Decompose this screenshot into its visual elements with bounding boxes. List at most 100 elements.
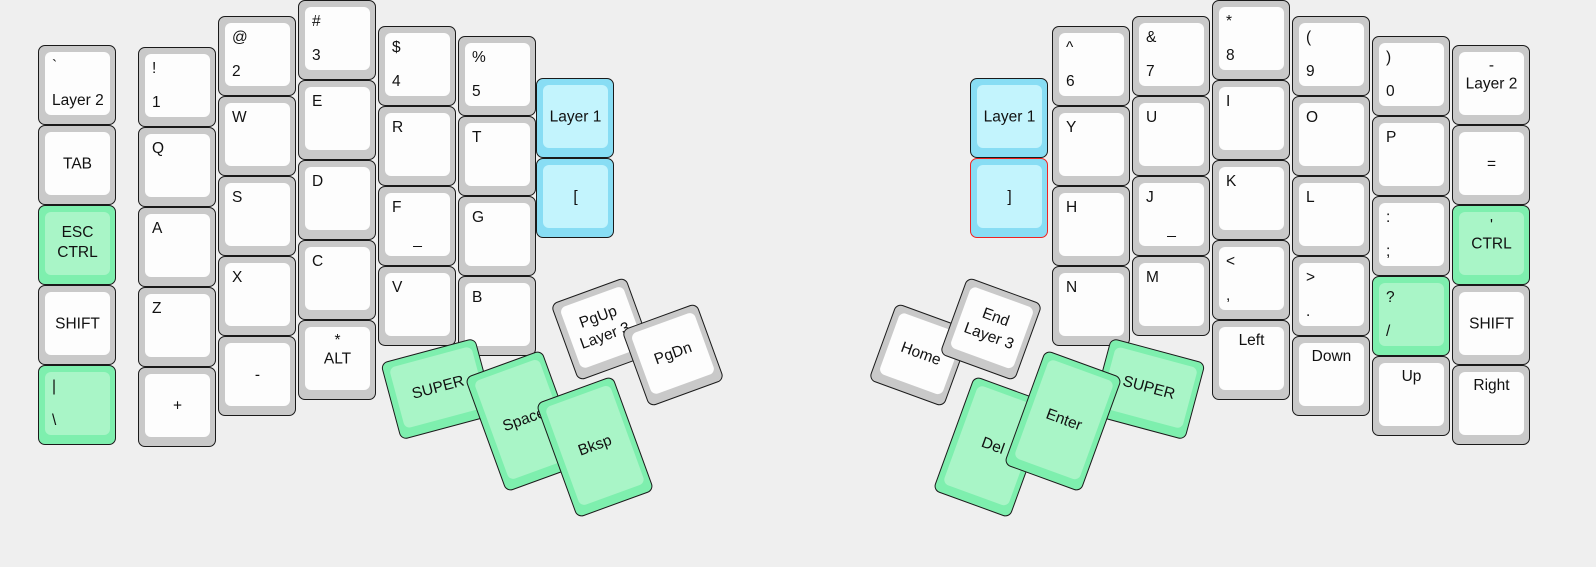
key-dash-layer2[interactable]: -Layer 2 (1452, 45, 1530, 125)
keycap-minus: - (225, 343, 290, 406)
key-p[interactable]: P (1372, 116, 1450, 196)
key-legend-enter: Enter (1043, 405, 1085, 434)
key-shift-right[interactable]: SHIFT (1452, 285, 1530, 365)
key-legend-top-alt: * (334, 332, 341, 349)
key-legend-i: I (1226, 93, 1231, 110)
key-v[interactable]: V (378, 266, 456, 346)
key-q[interactable]: Q (138, 127, 216, 207)
key-colon-semi[interactable]: :; (1372, 196, 1450, 276)
key-legend-shift-left: SHIFT (55, 314, 100, 332)
key-w[interactable]: W (218, 96, 296, 176)
key-c[interactable]: C (298, 240, 376, 320)
key-minus[interactable]: - (218, 336, 296, 416)
key-bksp[interactable]: Bksp (535, 375, 655, 519)
key-at-2[interactable]: @2 (218, 16, 296, 96)
key-z[interactable]: Z (138, 287, 216, 367)
key-legend-bottom-paren-0: 0 (1386, 82, 1395, 100)
key-bracket-left[interactable]: [ (536, 158, 614, 238)
key-legend-top-star-8: * (1226, 13, 1233, 30)
keycap-equals: = (1459, 132, 1524, 195)
key-gt-period[interactable]: >. (1292, 256, 1370, 336)
key-s[interactable]: S (218, 176, 296, 256)
key-legend-y: Y (1066, 119, 1077, 136)
key-bracket-right[interactable]: ] (970, 158, 1048, 238)
key-e[interactable]: E (298, 80, 376, 160)
key-j[interactable]: J_ (1132, 176, 1210, 256)
key-legend-n: N (1066, 279, 1078, 296)
key-caret-6[interactable]: ^6 (1052, 26, 1130, 106)
key-d[interactable]: D (298, 160, 376, 240)
key-l[interactable]: L (1292, 176, 1370, 256)
key-tab[interactable]: TAB (38, 125, 116, 205)
key-x[interactable]: X (218, 256, 296, 336)
key-legend-bottom-percent-5: 5 (472, 82, 481, 100)
keycap-f: F_ (385, 193, 450, 256)
key-legend-h: H (1066, 199, 1078, 216)
keycap-o: O (1299, 103, 1364, 166)
key-equals[interactable]: = (1452, 125, 1530, 205)
key-paren-9[interactable]: (9 (1292, 16, 1370, 96)
key-i[interactable]: I (1212, 80, 1290, 160)
key-left-arrow[interactable]: Left (1212, 320, 1290, 400)
key-legend-bottom-bang-1: 1 (152, 93, 161, 111)
key-a[interactable]: A (138, 207, 216, 287)
key-enter[interactable]: Enter (1003, 349, 1123, 493)
keycap-l: L (1299, 183, 1364, 246)
key-g[interactable]: G (458, 196, 536, 276)
keycap-a: A (145, 214, 210, 277)
key-quote-ctrl[interactable]: 'CTRL (1452, 205, 1530, 285)
key-k[interactable]: K (1212, 160, 1290, 240)
keycap-caret-6: ^6 (1059, 33, 1124, 96)
keycap-g: G (465, 203, 530, 266)
key-r[interactable]: R (378, 106, 456, 186)
key-legend-bottom-question-slash: / (1386, 322, 1391, 340)
key-question-slash[interactable]: ?/ (1372, 276, 1450, 356)
key-layer1-right[interactable]: Layer 1 (970, 78, 1048, 158)
key-legend-g: G (472, 209, 485, 226)
key-up-arrow[interactable]: Up (1372, 356, 1450, 436)
key-alt[interactable]: *ALT (298, 320, 376, 400)
keycap-question-slash: ?/ (1379, 283, 1444, 346)
key-star-8[interactable]: *8 (1212, 0, 1290, 80)
key-n[interactable]: N (1052, 266, 1130, 346)
key-plus[interactable]: + (138, 367, 216, 447)
key-legend-top-hash-3: # (312, 13, 321, 30)
key-lt-comma[interactable]: <, (1212, 240, 1290, 320)
key-right-arrow[interactable]: Right (1452, 365, 1530, 445)
key-shift-left[interactable]: SHIFT (38, 285, 116, 365)
key-legend-s: S (232, 189, 243, 206)
key-bang-1[interactable]: !1 (138, 47, 216, 127)
key-legend-top-lt-comma: < (1226, 253, 1236, 270)
key-f[interactable]: F_ (378, 186, 456, 266)
key-legend-pgdn: PgDn (651, 338, 694, 368)
key-amp-7[interactable]: &7 (1132, 16, 1210, 96)
keycap-right-arrow: Right (1459, 372, 1524, 435)
key-hash-3[interactable]: #3 (298, 0, 376, 80)
keycap-colon-semi: :; (1379, 203, 1444, 266)
key-h[interactable]: H (1052, 186, 1130, 266)
key-percent-5[interactable]: %5 (458, 36, 536, 116)
key-t[interactable]: T (458, 116, 536, 196)
keycap-gt-period: >. (1299, 263, 1364, 326)
key-paren-0[interactable]: )0 (1372, 36, 1450, 116)
key-u[interactable]: U (1132, 96, 1210, 176)
key-homing-bar-f: _ (413, 230, 422, 248)
key-y[interactable]: Y (1052, 106, 1130, 186)
keycap-bksp: Bksp (544, 384, 646, 507)
keycap-up-arrow: Up (1379, 363, 1444, 426)
key-grave-layer2[interactable]: `Layer 2 (38, 45, 116, 125)
keycap-star-8: *8 (1219, 7, 1284, 70)
key-down-arrow[interactable]: Down (1292, 336, 1370, 416)
key-o[interactable]: O (1292, 96, 1370, 176)
key-legend-top-paren-0: ) (1386, 49, 1392, 66)
key-dollar-4[interactable]: $4 (378, 26, 456, 106)
keycap-pgdn: PgDn (630, 311, 716, 396)
key-legend-e: E (312, 93, 323, 110)
key-pipe-backslash[interactable]: |\ (38, 365, 116, 445)
keycap-r: R (385, 113, 450, 176)
key-esc-ctrl[interactable]: ESC CTRL (38, 205, 116, 285)
key-m[interactable]: M (1132, 256, 1210, 336)
key-layer1-left[interactable]: Layer 1 (536, 78, 614, 158)
key-legend-w: W (232, 109, 247, 126)
